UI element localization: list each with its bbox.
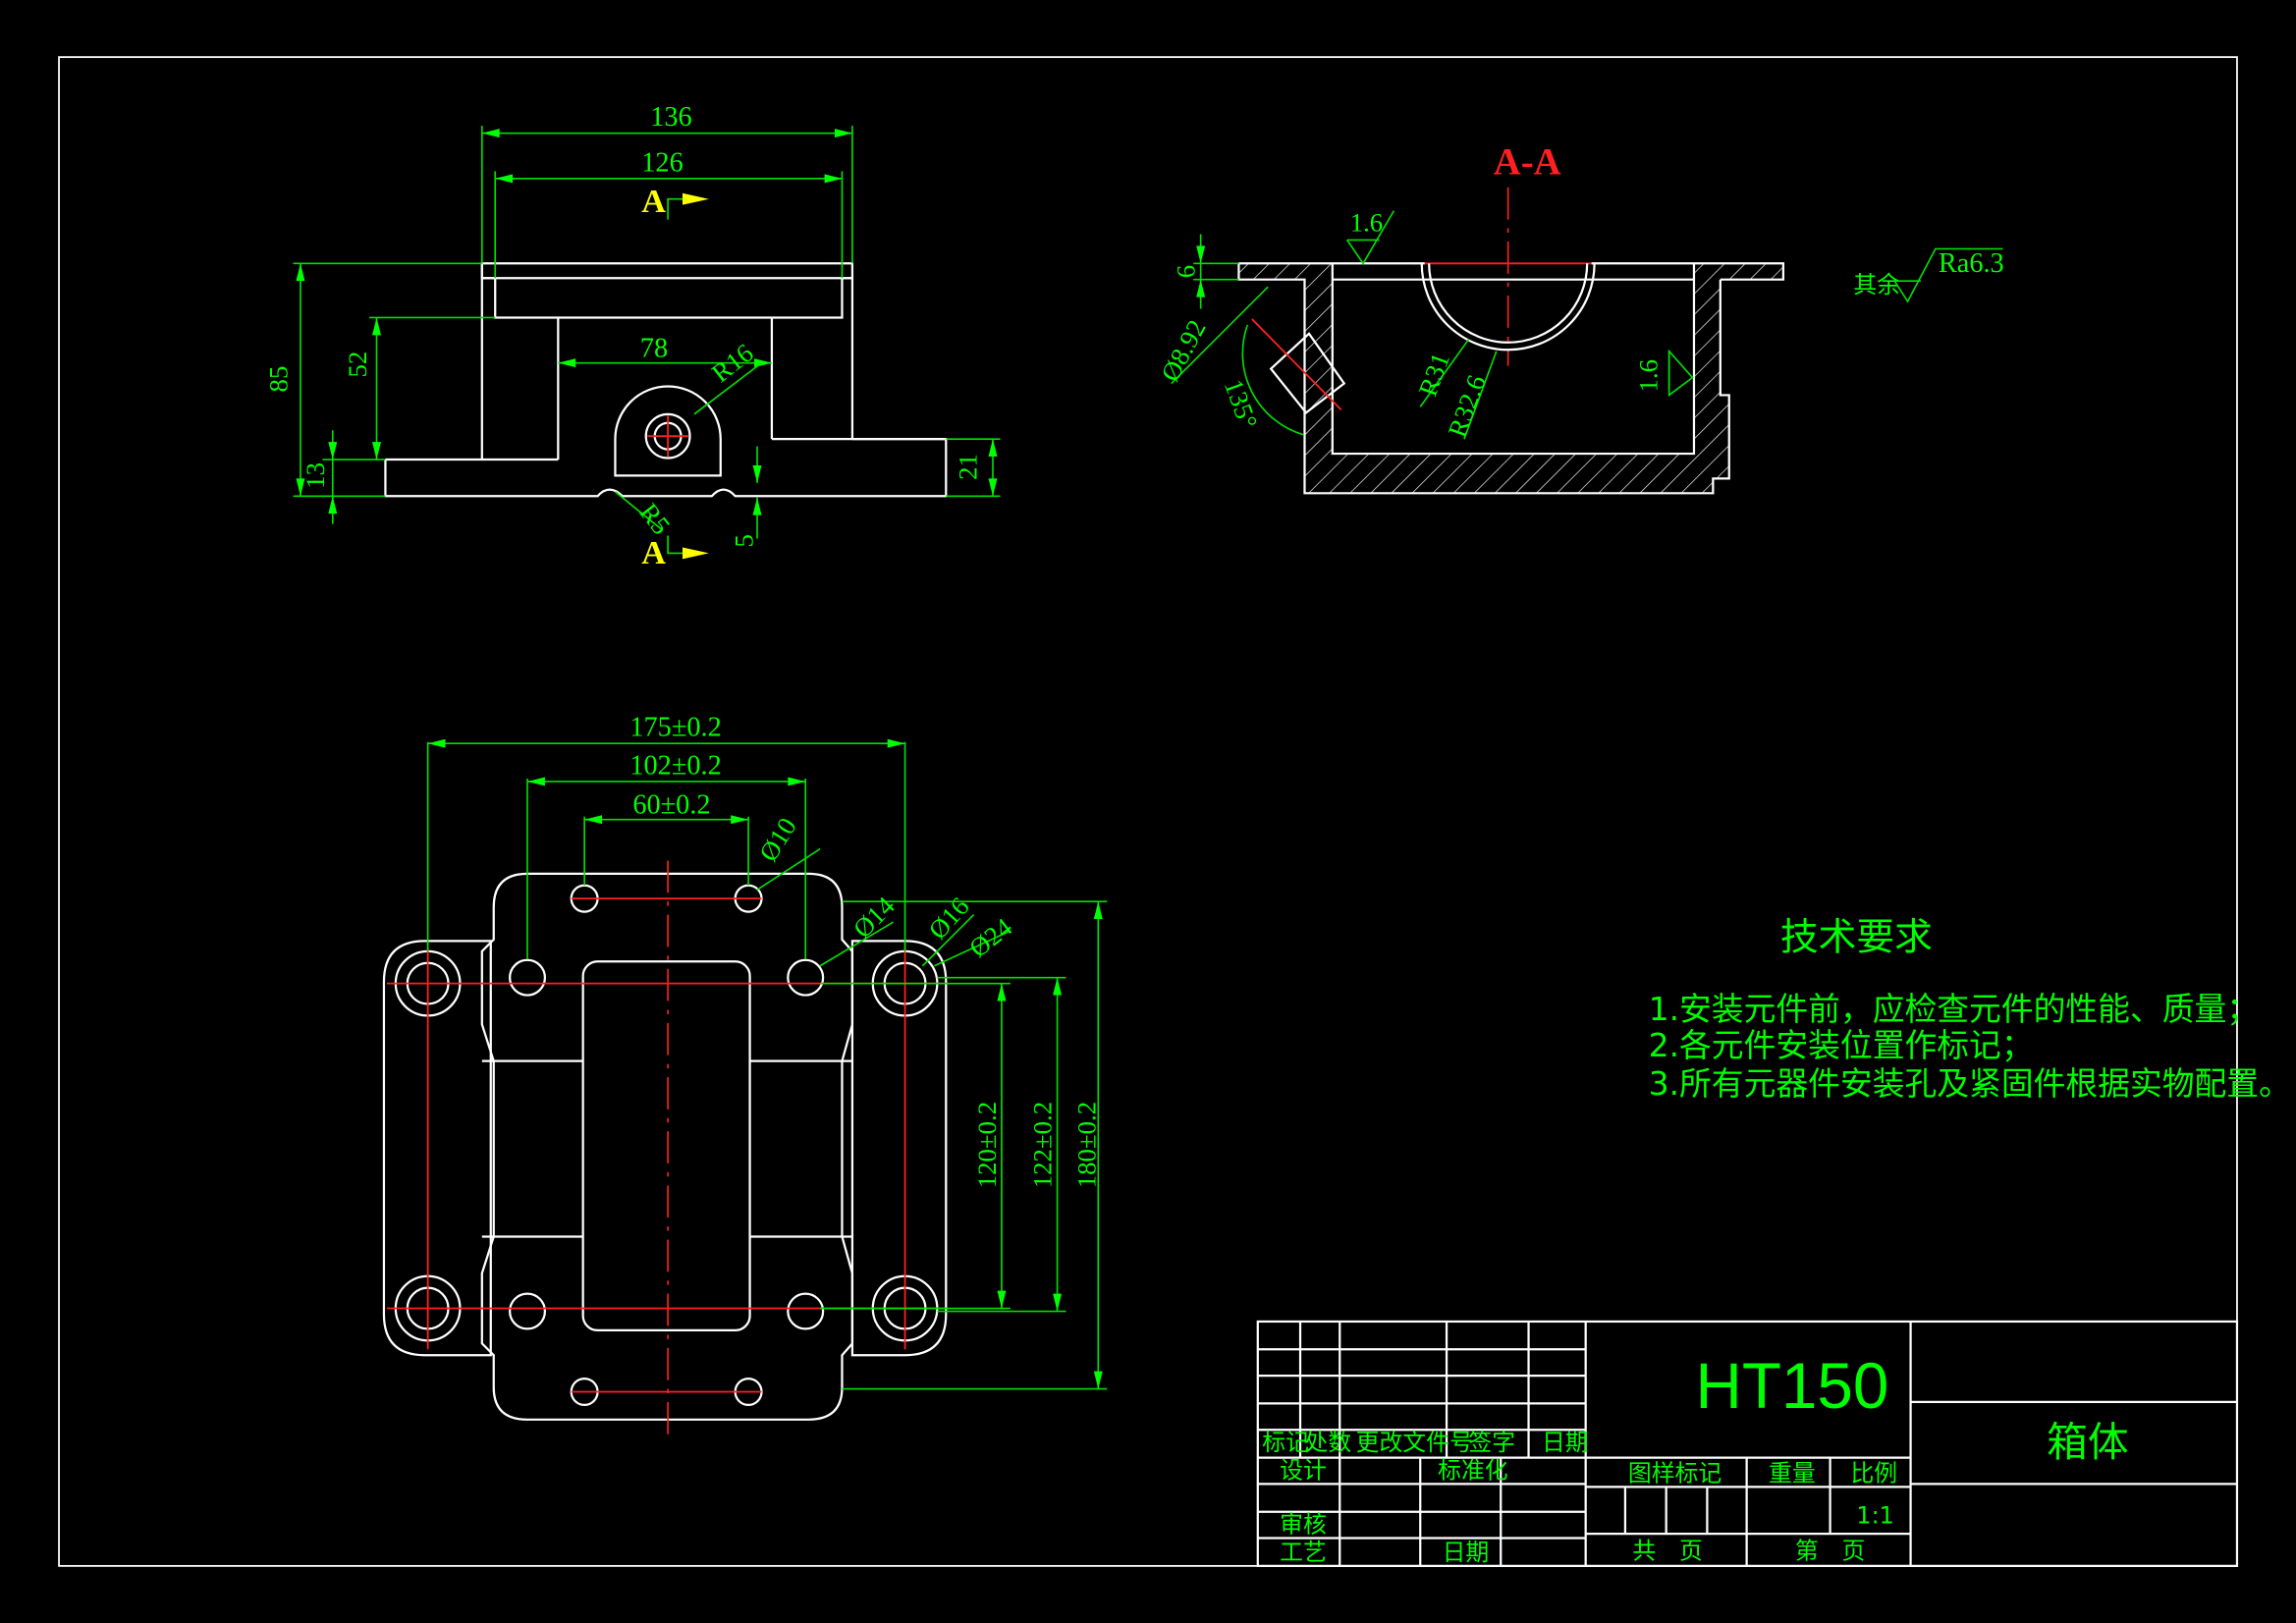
title-block: 标记 处数 更改文件号 签字 日期 设计 标准化 审核 工艺 日期 HT150 …: [1256, 1320, 2239, 1567]
tb-weight: 重量: [1769, 1459, 1816, 1487]
dim-136: 136: [650, 102, 691, 133]
dim-78: 78: [640, 334, 668, 364]
section-marker-top: A: [641, 183, 666, 220]
tb-total-pages: 共 页: [1632, 1537, 1702, 1564]
section-marker-bottom: A: [641, 534, 666, 571]
dim-52: 52: [343, 352, 372, 378]
dim-angle-135: 135°: [1219, 375, 1264, 432]
tech-req-item-2: 2.各元件安装位置作标记；: [1649, 1027, 2034, 1064]
dim-175: 175±0.2: [629, 713, 721, 743]
tb-design: 设计: [1280, 1456, 1327, 1484]
dim-180: 180±0.2: [1071, 1102, 1101, 1188]
dim-120: 120±0.2: [972, 1102, 1002, 1188]
drawing-border: [58, 56, 2238, 1567]
tb-part-name: 箱体: [2047, 1418, 2128, 1466]
tb-sign: 签字: [1468, 1429, 1515, 1456]
tech-req-item-1: 1.安装元件前，应检查元件的性能、质量；: [1649, 991, 2259, 1028]
dim-21: 21: [954, 454, 983, 480]
plan-view: 175±0.2 102±0.2 60±0.2 120±0.2 122±0.2 1…: [382, 713, 1108, 1437]
tb-standard: 标准化: [1438, 1456, 1507, 1484]
dim-85: 85: [264, 366, 294, 393]
tb-scale-label: 比例: [1850, 1459, 1897, 1487]
dim-r32-6: R32.6: [1442, 371, 1491, 441]
dim-hole-8-92: Ø8.92: [1155, 315, 1212, 387]
bolt-holes: [394, 884, 939, 1407]
dim-13: 13: [301, 462, 330, 489]
tb-page-no: 第 页: [1795, 1537, 1865, 1564]
roughness-top: 1.6: [1350, 208, 1384, 238]
tb-material: HT150: [1695, 1350, 1888, 1422]
tb-date2: 日期: [1443, 1539, 1490, 1566]
tech-req-item-3: 3.所有元器件安装孔及紧固件根据实物配置。: [1649, 1065, 2291, 1103]
technical-requirements: 技术要求 1.安装元件前，应检查元件的性能、质量； 2.各元件安装位置作标记； …: [1649, 915, 2291, 1103]
tech-req-title: 技术要求: [1780, 915, 1933, 959]
section-view-a-a: A-A 6 Ø8.92 135° R31: [1155, 140, 2004, 495]
section-title: A-A: [1494, 140, 1561, 183]
tb-change-doc: 更改文件号: [1356, 1429, 1473, 1456]
tb-date: 日期: [1542, 1429, 1589, 1456]
dim-60: 60±0.2: [632, 790, 710, 821]
tb-mark: 标记: [1262, 1429, 1309, 1456]
roughness-side: 1.6: [1634, 359, 1664, 393]
dim-6: 6: [1172, 265, 1201, 278]
dim-5: 5: [730, 534, 759, 547]
dim-122: 122±0.2: [1028, 1102, 1058, 1188]
tb-count: 处数: [1304, 1429, 1351, 1456]
dim-102: 102±0.2: [629, 750, 721, 781]
dim-hole-10: Ø10: [753, 813, 802, 867]
roughness-general-value: Ra6.3: [1939, 248, 2004, 279]
front-view: 136 126 78 R16 85 52 13 21: [264, 102, 1001, 571]
tb-review: 审核: [1280, 1511, 1327, 1539]
tb-stage-mark: 图样标记: [1628, 1459, 1722, 1487]
tb-scale-value: 1:1: [1856, 1502, 1893, 1530]
dim-r16: R16: [706, 338, 759, 388]
dim-r31: R31: [1413, 349, 1455, 400]
dim-hole-14: Ø14: [847, 891, 901, 944]
roughness-general-label: 其余: [1853, 271, 1900, 298]
dim-126: 126: [641, 147, 683, 178]
dim-hole-24: Ø24: [963, 912, 1017, 963]
tb-process: 工艺: [1280, 1539, 1327, 1566]
